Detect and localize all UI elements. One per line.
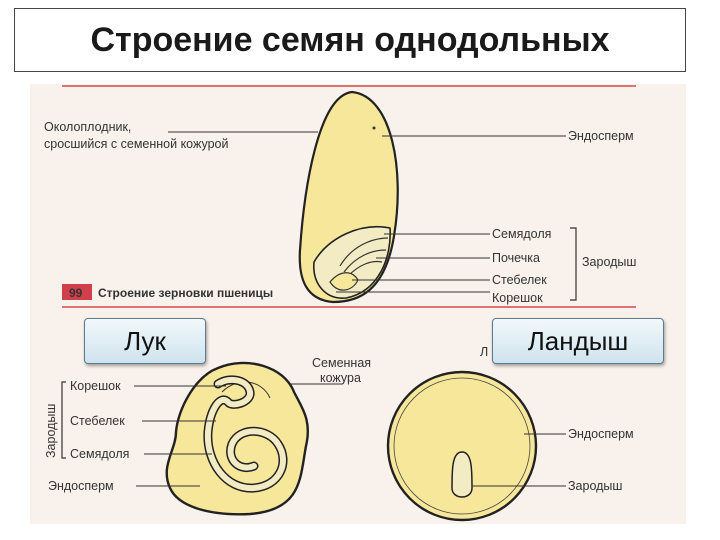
onion-leaders xyxy=(134,383,342,487)
wheat-root-label: Корешок xyxy=(492,291,543,305)
wheat-embryo-label: Зародыш xyxy=(582,255,636,269)
onion-root-label: Корешок xyxy=(70,379,121,393)
lily-seed-coat xyxy=(386,370,538,522)
wheat-cotyledon-label: Семядоля xyxy=(492,227,551,241)
onion-embryo-label: Зародыш xyxy=(44,404,58,458)
wheat-stem-label: Стебелек xyxy=(492,273,547,287)
lily-embryo xyxy=(451,451,473,498)
title-box: Строение семян однодольных xyxy=(14,8,686,72)
figure-number: 99 xyxy=(69,286,83,300)
onion-stem-label: Стебелек xyxy=(70,414,125,428)
wheat-pericarp-label-line2: сросшийся с семенной кожурой xyxy=(44,137,229,151)
figure-caption: Строение зерновки пшеницы xyxy=(98,286,273,300)
lily-embryo-label: Зародыш xyxy=(568,479,622,493)
onion-endosperm-label: Эндосперм xyxy=(48,479,114,493)
lily-leaders xyxy=(472,433,566,487)
wheat-plumule-label: Почечка xyxy=(492,251,540,265)
seed-coat-label-line1: Семенная xyxy=(312,356,371,370)
onion-embryo xyxy=(204,376,286,492)
onion-seed xyxy=(165,361,309,516)
onion-embryo-bracket xyxy=(61,381,66,459)
lily-callout: Ландыш xyxy=(492,318,664,364)
lily-partial-letter: Л xyxy=(480,345,488,359)
wheat-grain xyxy=(298,90,399,304)
lily-seed xyxy=(386,370,538,522)
page-title: Строение семян однодольных xyxy=(90,20,610,59)
figure-number-badge xyxy=(62,284,92,300)
lily-endosperm-label: Эндосперм xyxy=(568,427,634,441)
wheat-pericarp-label-line1: Околоплодник, xyxy=(44,120,131,134)
onion-callout: Лук xyxy=(84,318,206,364)
wheat-endosperm-label: Эндосперм xyxy=(568,129,634,143)
seed-coat-label-line2: кожура xyxy=(320,371,361,385)
wheat-leaders xyxy=(168,131,566,293)
wheat-embryo-bracket xyxy=(570,227,577,301)
onion-cotyledon-label: Семядоля xyxy=(70,447,129,461)
